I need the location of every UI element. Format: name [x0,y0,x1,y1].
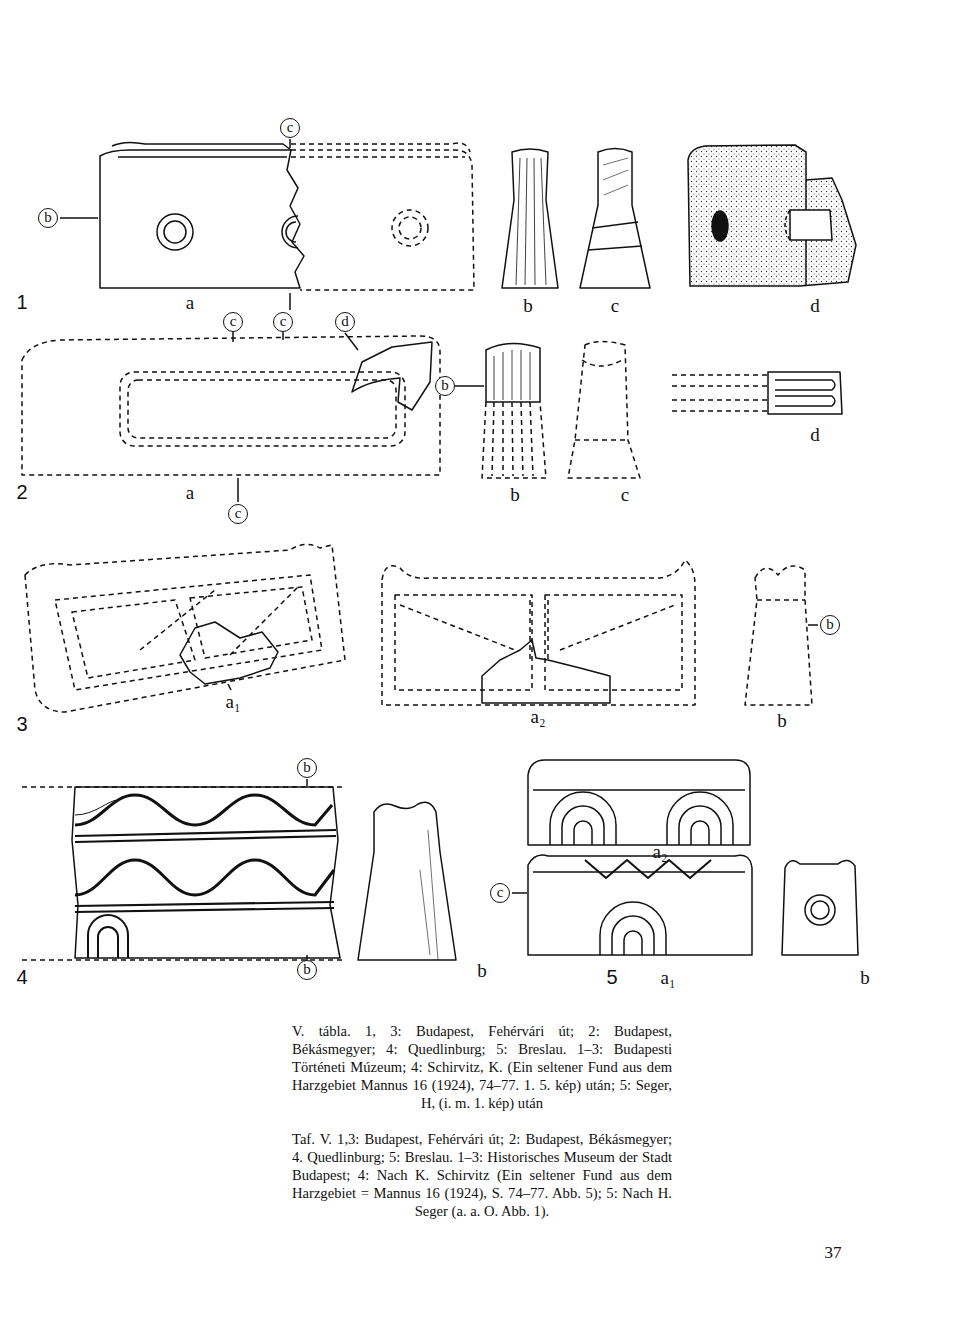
figure-letter: a₁ [660,968,675,987]
figure-1c [580,149,650,289]
circled-letter: b [297,960,317,980]
figure-letter: b [523,296,533,315]
figure-letter: b [860,968,870,987]
figure-letter: a₂ [652,842,667,861]
figure-letter: a₂ [530,707,545,726]
figure-1a [60,139,474,310]
figure-letter: b [510,485,520,504]
circled-letter: b [820,615,840,635]
caption: V. tábla. 1, 3: Budapest, Fehérvári út; … [292,1022,672,1112]
figure-3a1 [25,544,345,712]
figure-letter: d [810,296,820,315]
figure-letter: a [186,293,194,312]
circled-letter: c [490,883,510,903]
figure-3a2 [382,560,695,705]
figure-4b [358,802,456,960]
caption-german: Taf. V. 1,3: Budapest, Fehérvári út; 2: … [292,1130,672,1220]
figure-2d [672,372,842,414]
circled-letter: c [280,118,300,138]
figure-4a [22,779,345,960]
figure-number: 2 [16,482,27,502]
figure-number: 5 [606,967,617,987]
figure-letter: c [611,296,619,315]
figure-letter: b [777,711,787,730]
figure-2a [22,332,440,502]
figure-1d [688,145,856,286]
circled-letter: c [223,312,243,332]
figure-3b [745,566,818,705]
circled-letter: b [297,758,317,778]
figure-number: 4 [16,967,27,987]
circled-letter: c [228,504,248,524]
figure-2c [568,342,640,479]
figure-letter: a₁ [225,692,240,711]
circled-letter: b [435,376,455,396]
figure-letter: a [186,483,194,502]
circled-letter: c [273,312,293,332]
circled-letter: d [335,312,355,332]
figure-5b [782,860,858,955]
figure-letter: c [621,485,629,504]
circled-letter: b [38,208,58,228]
figure-letter: d [810,425,820,444]
figure-number: 1 [16,292,27,312]
figure-2b [455,343,546,478]
figure-letter: b [477,961,487,980]
figure-1b [502,149,558,288]
page-number: 37 [825,1244,842,1261]
figure-5a2 [528,760,750,845]
figure-number: 3 [16,714,27,734]
figure-5a1 [512,855,752,955]
